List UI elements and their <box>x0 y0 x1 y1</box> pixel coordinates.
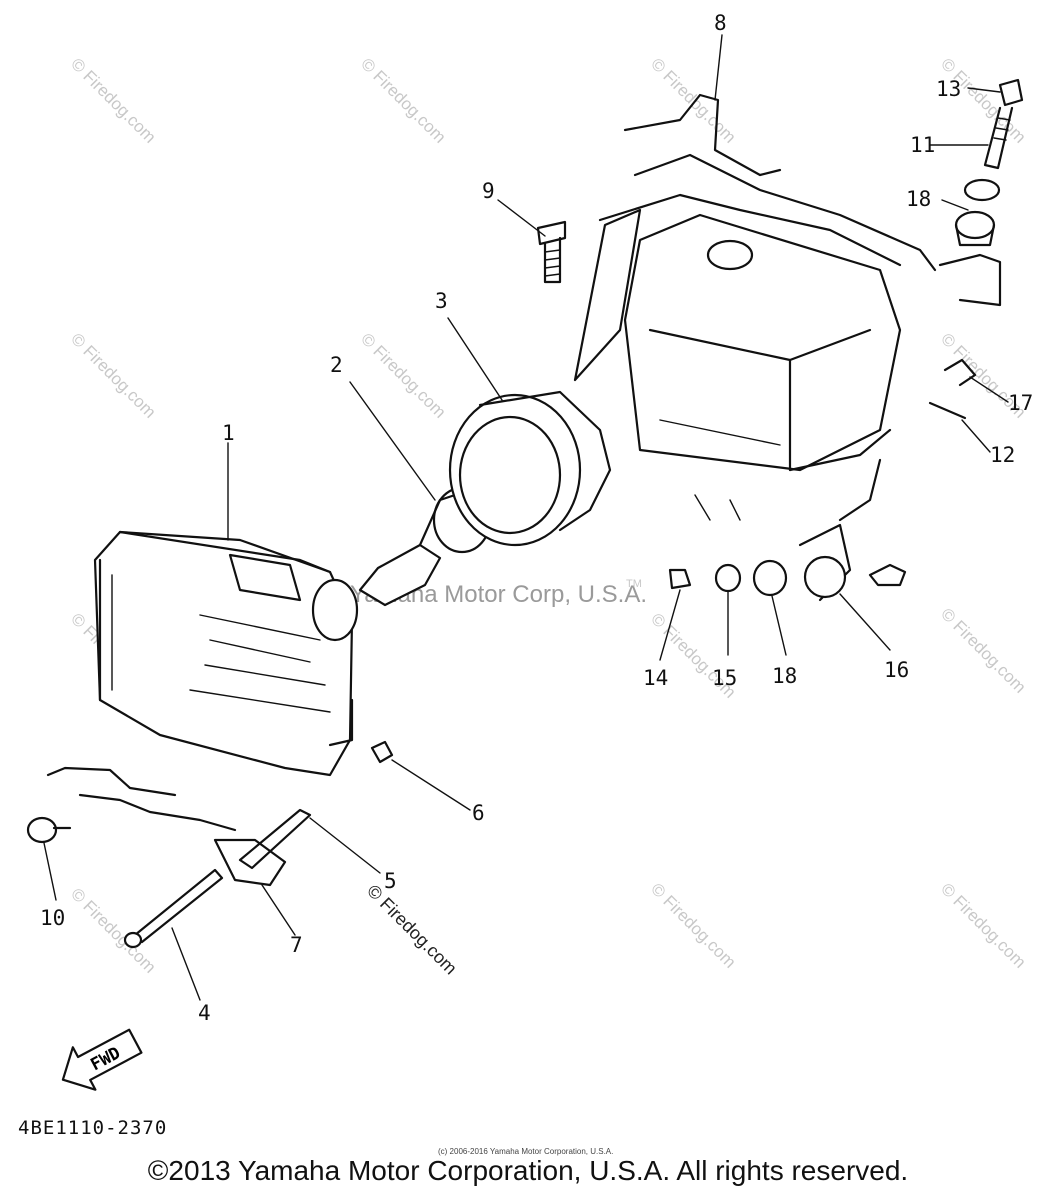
part-bracket-16 <box>803 555 907 599</box>
watermark: © Firedog.com <box>647 879 739 971</box>
watermark: © Firedog.com <box>647 54 739 146</box>
callout-15: 15 <box>712 666 737 690</box>
callout-9: 9 <box>482 179 495 203</box>
part-washer-15 <box>714 563 742 593</box>
callout-14: 14 <box>643 666 668 690</box>
small-copyright: (c) 2006-2016 Yamaha Motor Corporation, … <box>438 1147 613 1156</box>
part-headlight-stay <box>573 93 1002 602</box>
part-pin-12 <box>928 401 967 420</box>
watermark: © Firedog.com <box>363 881 461 979</box>
watermark: © Firedog.com <box>67 884 159 976</box>
part-lower-bracket <box>46 766 287 887</box>
part-socket-cover <box>448 390 612 547</box>
fwd-arrow: FWD <box>61 1028 143 1091</box>
callout-7: 7 <box>290 933 303 957</box>
callout-18: 18 <box>772 664 797 688</box>
callout-11: 11 <box>910 133 935 157</box>
part-bolt-5 <box>238 808 312 870</box>
watermark: © Firedog.com <box>67 54 159 146</box>
part-nut-6 <box>370 740 394 764</box>
callout-12: 12 <box>990 443 1015 467</box>
part-nut-10 <box>26 816 72 844</box>
diagram-part-code: 4BE1110-2370 <box>18 1117 168 1139</box>
part-grommet-18b <box>752 559 788 597</box>
leader-lines <box>43 34 1009 1001</box>
part-bolt-9 <box>536 220 567 284</box>
callout-6: 6 <box>472 801 485 825</box>
copyright-notice: ©2013 Yamaha Motor Corporation, U.S.A. A… <box>147 1155 909 1186</box>
trademark-mark: TM <box>626 578 642 590</box>
part-screw-14 <box>668 568 692 590</box>
watermark: © Firedog.com <box>357 329 449 421</box>
callout-18: 18 <box>906 187 931 211</box>
part-headlight-unit <box>93 530 359 777</box>
callout-10: 10 <box>40 906 65 930</box>
watermark: © Firedog.com <box>67 329 159 421</box>
part-clip-17 <box>943 358 977 387</box>
callout-17: 17 <box>1008 391 1033 415</box>
part-grommet-18a <box>954 178 1001 247</box>
watermark: © Firedog.com <box>357 54 449 146</box>
callout-13: 13 <box>936 77 961 101</box>
callout-5: 5 <box>384 869 397 893</box>
part-bolt-13 <box>983 78 1024 170</box>
callout-3: 3 <box>435 289 448 313</box>
callout-1: 1 <box>222 421 235 445</box>
callout-2: 2 <box>330 353 343 377</box>
callout-labels: 1 2 3 4 5 6 7 8 9 10 11 12 13 14 15 16 1… <box>40 11 1033 1025</box>
callout-16: 16 <box>884 658 909 682</box>
watermark: © Firedog.com <box>937 604 1029 696</box>
part-bolt-4 <box>123 868 224 949</box>
callout-8: 8 <box>714 11 727 35</box>
callout-4: 4 <box>198 1001 211 1025</box>
watermark: © Firedog.com <box>937 879 1029 971</box>
